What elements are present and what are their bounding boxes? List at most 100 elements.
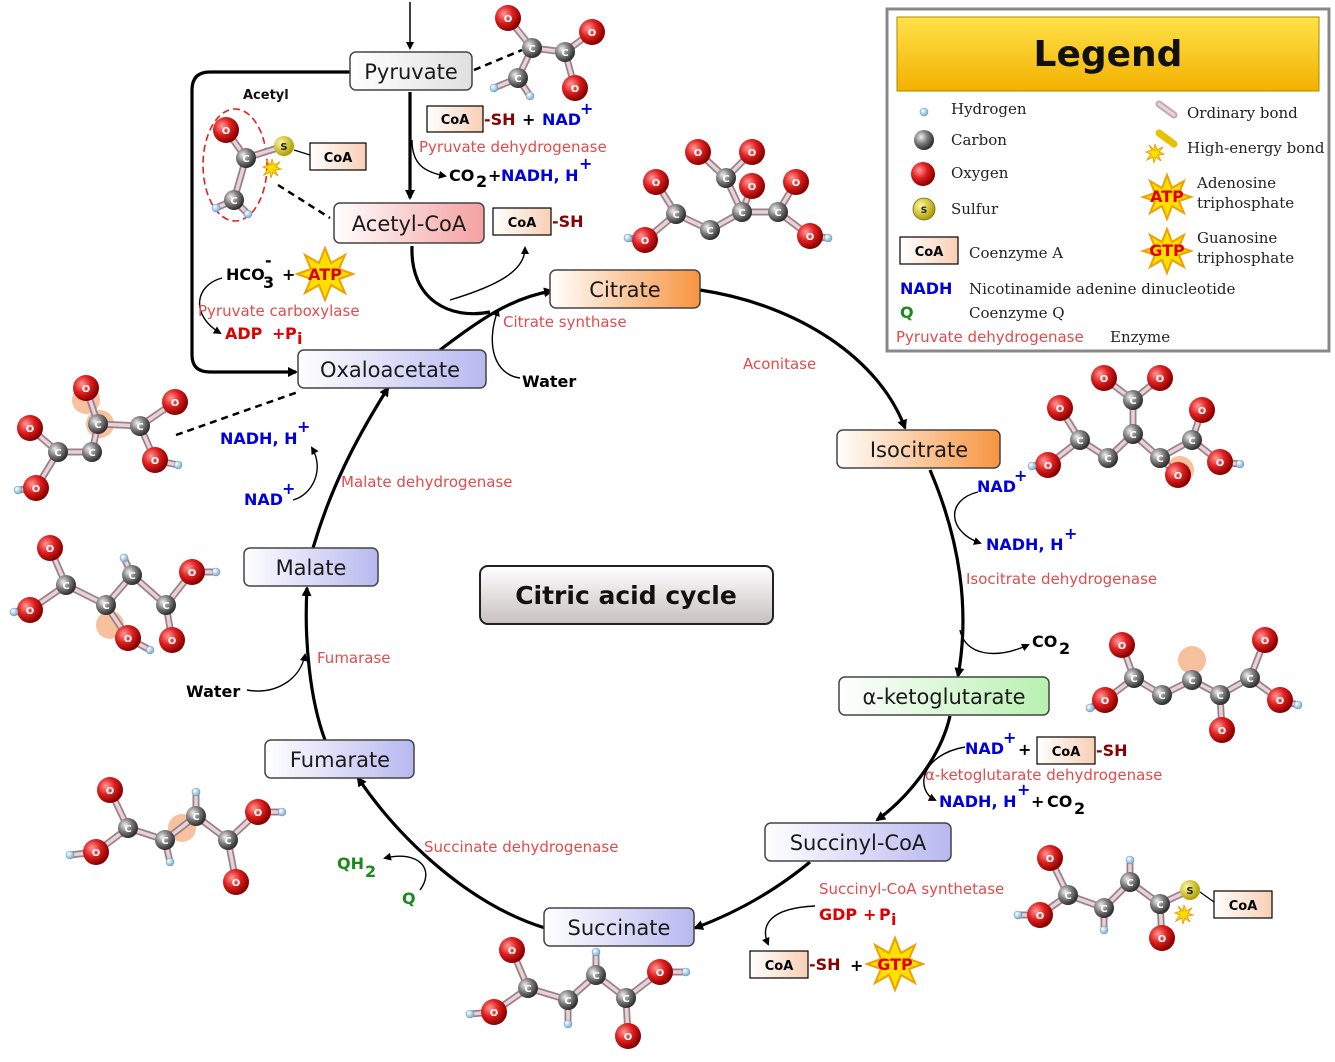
svg-text:+: + — [272, 324, 285, 343]
svg-text:O: O — [26, 424, 35, 435]
svg-text:C: C — [528, 44, 535, 55]
svg-text:C: C — [1156, 454, 1163, 465]
svg-text:2: 2 — [1059, 639, 1070, 658]
arrow-pyruvate-oxaloacetate — [190, 70, 350, 377]
svg-text:GDP: GDP — [819, 905, 857, 924]
svg-text:C: C — [230, 196, 237, 207]
svg-text:O: O — [188, 568, 197, 579]
arrow-fumarate-malate — [301, 586, 327, 741]
svg-text:O: O — [504, 14, 513, 25]
enzyme-aconitase: Aconitase — [743, 355, 816, 373]
arrow-succinylcoa-succinate — [693, 860, 812, 930]
legend: Legend Hydrogen Carbon Oxygen S Sulfur C… — [885, 7, 1331, 353]
side-arrows — [198, 139, 1030, 946]
svg-text:C: C — [102, 601, 109, 612]
svg-text:+: + — [1017, 780, 1030, 799]
svg-text:O: O — [571, 84, 580, 95]
metabolite-labels: Pyruvate Acetyl-CoA Citrate Isocitrate α… — [276, 60, 1026, 940]
enzyme-succinyl-coa-synthetase: Succinyl-CoA synthetase — [819, 880, 1004, 898]
svg-text:CoA: CoA — [324, 151, 353, 166]
svg-text:Q: Q — [402, 889, 416, 908]
svg-text:C: C — [592, 971, 599, 982]
svg-text:C: C — [564, 996, 571, 1007]
svg-text:+: + — [850, 956, 863, 975]
svg-text:O: O — [1174, 471, 1183, 482]
svg-text:-SH: -SH — [809, 955, 841, 974]
svg-text:S: S — [280, 142, 287, 153]
svg-text:C: C — [561, 48, 568, 59]
svg-text:+: + — [1064, 524, 1077, 543]
svg-text:O: O — [656, 968, 665, 979]
svg-text:C: C — [706, 226, 713, 237]
box-succinate — [543, 907, 695, 947]
svg-text:O: O — [490, 1008, 499, 1019]
svg-text:C: C — [54, 448, 61, 459]
svg-text:P: P — [879, 905, 891, 924]
arrow-citrate-isocitrate — [699, 288, 907, 430]
legend-coa: Coenzyme A — [969, 244, 1063, 262]
svg-text:C: C — [136, 422, 143, 433]
legend-carbon: Carbon — [951, 131, 1007, 149]
svg-text:C: C — [1076, 436, 1083, 447]
svg-text:NADH: NADH — [900, 279, 952, 298]
svg-text:O: O — [508, 946, 517, 957]
svg-text:O: O — [1156, 374, 1165, 385]
enzyme-isocitrate-dehydrogenase: Isocitrate dehydrogenase — [966, 570, 1157, 588]
svg-text:C: C — [1158, 691, 1165, 702]
svg-text:-: - — [265, 251, 272, 270]
acetyl-ellipse — [202, 108, 268, 222]
svg-text:C: C — [1104, 454, 1111, 465]
svg-text:O: O — [1276, 696, 1285, 707]
high-energy-bond-icon — [261, 158, 283, 179]
svg-text:C: C — [94, 420, 101, 431]
box-succinyl-coa — [764, 822, 952, 862]
svg-text:CO: CO — [1032, 632, 1057, 651]
svg-text:C: C — [62, 581, 69, 592]
svg-text:S: S — [1186, 886, 1193, 897]
label-succinate: Succinate — [568, 916, 671, 940]
svg-text:ATP: ATP — [308, 265, 342, 284]
svg-text:C: C — [1216, 691, 1223, 702]
high-energy-bond-icon — [1173, 904, 1195, 925]
svg-text:ATP: ATP — [1150, 187, 1184, 206]
svg-text:O: O — [748, 148, 757, 159]
svg-text:O: O — [641, 236, 650, 247]
arrow-akg-succinylcoa — [875, 715, 952, 822]
svg-text:O: O — [1100, 374, 1109, 385]
arrow-isocitrate-akg — [928, 469, 965, 678]
svg-text:C: C — [1100, 904, 1107, 915]
label-fumarate: Fumarate — [290, 748, 390, 772]
label-acetyl-coa: Acetyl-CoA — [352, 212, 467, 236]
svg-text:O: O — [82, 384, 91, 395]
svg-text:C: C — [1246, 674, 1253, 685]
svg-text:Water: Water — [522, 372, 576, 391]
svg-text:Pyruvate dehydrogenase: Pyruvate dehydrogenase — [896, 328, 1084, 346]
svg-text:O: O — [806, 232, 815, 243]
svg-text:C: C — [242, 154, 249, 165]
cycle-title: Citric acid cycle — [515, 581, 737, 610]
svg-text:O: O — [1101, 696, 1110, 707]
svg-text:O: O — [624, 1032, 633, 1043]
svg-text:O: O — [92, 848, 101, 859]
box-citrate — [549, 269, 701, 309]
svg-text:C: C — [1188, 436, 1195, 447]
svg-text:CoA: CoA — [765, 959, 794, 974]
legend-gtp-line2: triphosphate — [1197, 249, 1294, 267]
svg-text:2: 2 — [476, 172, 487, 191]
svg-text:CO: CO — [449, 166, 474, 185]
legend-oxygen: Oxygen — [951, 164, 1009, 182]
label-pyruvate: Pyruvate — [364, 60, 458, 84]
svg-text:Water: Water — [186, 682, 240, 701]
svg-text:O: O — [1118, 641, 1127, 652]
svg-text:-SH: -SH — [1096, 741, 1128, 760]
enzyme-akg-dehydrogenase: α-ketoglutarate dehydrogenase — [925, 766, 1162, 784]
box-fumarate — [264, 739, 415, 779]
svg-text:Q: Q — [900, 303, 914, 322]
svg-text:+: + — [522, 110, 535, 129]
svg-text:CoA: CoA — [1229, 899, 1258, 914]
